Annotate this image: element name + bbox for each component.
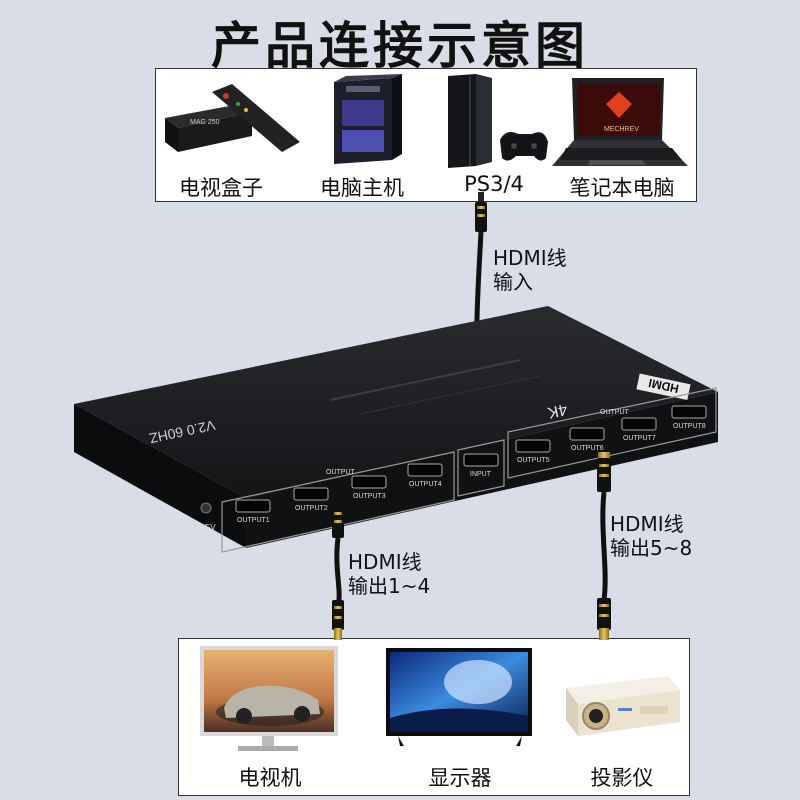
hdmi-port — [351, 475, 387, 489]
hdmi-port — [407, 463, 443, 477]
hdmi-port — [515, 439, 551, 453]
hdmi-port — [235, 499, 271, 513]
output-group-label-1: OUTPUT — [326, 469, 356, 476]
output-cable-1-4-line1: HDMI线 — [348, 550, 422, 574]
page-title: 产品连接示意图 — [211, 17, 589, 75]
port-label-input: INPUT — [470, 471, 492, 478]
power-label: DC/5V — [192, 523, 216, 532]
output-cable-1-4-line2: 输出1~4 — [348, 574, 431, 598]
hdmi-port — [293, 487, 329, 501]
input-cable-label-line2: 输入 — [493, 270, 533, 294]
tv-box-brand: MAG 250 — [190, 119, 220, 126]
game-console-icon — [448, 74, 548, 168]
output-cable-5-8 — [597, 452, 611, 640]
hdmi-port — [621, 417, 657, 431]
tv-box-icon: MAG 250 — [165, 84, 300, 152]
projector-icon — [566, 676, 680, 736]
hdmi-splitter-device: HDMI 4K V2.0 60HZ OUTPUT OUTPUT DC/5V OU… — [74, 306, 718, 553]
output-cable-1-4 — [332, 508, 344, 640]
input-cable-label-line1: HDMI线 — [493, 246, 567, 270]
display-label-tv: 电视机 — [238, 766, 302, 790]
monitor-icon — [386, 648, 532, 746]
display-label-monitor: 显示器 — [428, 766, 492, 790]
port-label-output1: OUTPUT1 — [237, 517, 270, 524]
device-resolution: 4K — [546, 400, 569, 421]
display-label-projector: 投影仪 — [590, 766, 654, 790]
output-cable-1-4-label: HDMI线 输出1~4 — [348, 550, 430, 598]
laptop-brand: MECHREV — [604, 126, 639, 133]
output-cable-5-8-line2: 输出5~8 — [610, 536, 693, 560]
hdmi-port — [569, 427, 605, 441]
port-label-output5: OUTPUT5 — [517, 457, 550, 464]
port-label-output8: OUTPUT8 — [673, 423, 706, 430]
input-cable-label: HDMI线 输入 — [493, 246, 567, 294]
output-cable-5-8-line1: HDMI线 — [610, 512, 684, 536]
source-label-tv-box: 电视盒子 — [179, 176, 263, 200]
output-group-label-2: OUTPUT — [600, 409, 630, 416]
source-label-laptop: 笔记本电脑 — [569, 176, 675, 200]
source-label-desktop: 电脑主机 — [320, 176, 404, 200]
hdmi-port — [671, 405, 707, 419]
port-label-output7: OUTPUT7 — [623, 435, 656, 442]
device-brand-logo: HDMI — [647, 376, 680, 396]
tv-icon — [200, 646, 338, 751]
laptop-icon: MECHREV — [552, 78, 688, 166]
port-label-output6: OUTPUT6 — [571, 445, 604, 452]
output-cable-5-8-label: HDMI线 输出5~8 — [610, 512, 692, 560]
source-label-console: PS3/4 — [464, 172, 524, 196]
port-label-output3: OUTPUT3 — [353, 493, 386, 500]
desktop-pc-icon — [334, 74, 402, 164]
port-label-output2: OUTPUT2 — [295, 505, 328, 512]
port-label-output4: OUTPUT4 — [409, 481, 442, 488]
hdmi-port — [463, 453, 499, 467]
